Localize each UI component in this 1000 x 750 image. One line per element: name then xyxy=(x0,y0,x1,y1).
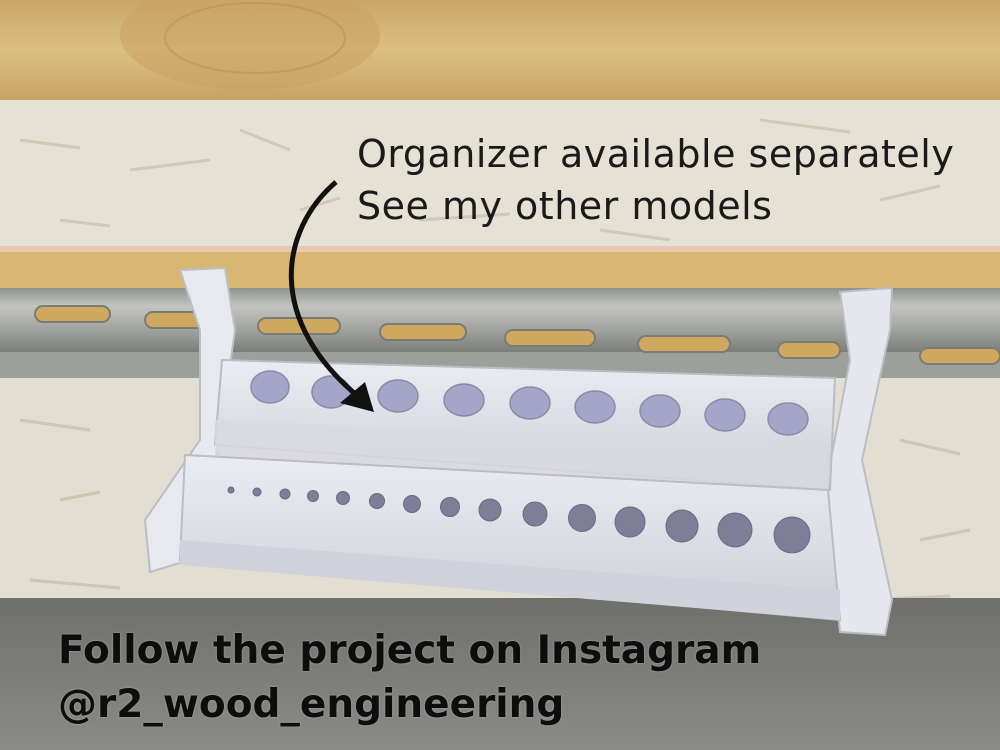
upper-holes xyxy=(250,370,809,436)
wood-knot-inner xyxy=(164,2,346,74)
osb-texture xyxy=(19,118,941,242)
caption-instagram-line: Follow the project on Instagram xyxy=(58,628,762,673)
drill-bit-organizer xyxy=(143,266,894,637)
wood-knot xyxy=(120,0,380,90)
curved-arrow xyxy=(288,180,362,400)
upper-tier-front xyxy=(215,420,828,490)
caption-models-line: See my other models xyxy=(357,184,773,228)
osb-texture-lower xyxy=(19,418,971,602)
osb-board-upper xyxy=(0,100,1000,250)
caption-organizer-line: Organizer available separately xyxy=(357,132,955,176)
caption-handle-line: @r2_wood_engineering xyxy=(58,682,565,727)
lower-tier-front xyxy=(180,540,840,620)
floor xyxy=(0,598,1000,750)
arrow-head-icon xyxy=(340,382,374,412)
lower-holes xyxy=(227,486,811,554)
left-bracket xyxy=(143,266,237,574)
wood-strip-edge xyxy=(0,246,1000,252)
caption-top: Organizer available separately See my ot… xyxy=(357,128,1000,232)
right-bracket xyxy=(823,286,894,637)
caption-bottom: Follow the project on Instagram @r2_wood… xyxy=(58,624,958,732)
din-rail-slots xyxy=(34,305,1000,365)
